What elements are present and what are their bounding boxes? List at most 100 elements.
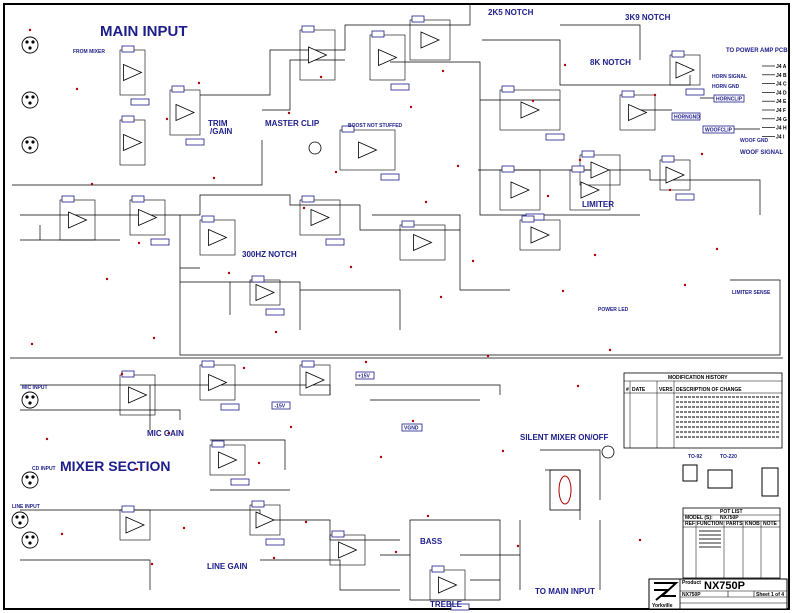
net-tag-horngnd-label: HORNGND bbox=[674, 115, 700, 121]
junction-dot bbox=[105, 277, 109, 281]
connector-pin: J4 C bbox=[776, 82, 787, 88]
product-name: NX750P bbox=[704, 580, 745, 592]
junction-dot bbox=[212, 176, 216, 180]
power-tag bbox=[211, 440, 225, 448]
net-tag-woofclip: WOOFCLIP bbox=[702, 125, 735, 134]
power-tag bbox=[621, 90, 635, 98]
power-tag bbox=[331, 530, 345, 538]
junction-dot bbox=[60, 532, 64, 536]
vgnd-tag bbox=[450, 603, 470, 611]
junction-dot bbox=[182, 526, 186, 530]
label-horn-signal: HORN SIGNAL bbox=[712, 74, 747, 80]
junction-dot bbox=[546, 194, 550, 198]
label-line-input: LINE INPUT bbox=[12, 504, 40, 510]
vgnd-tag bbox=[265, 308, 285, 316]
vgnd-tag bbox=[220, 403, 240, 411]
op-amp-symbol bbox=[138, 208, 158, 227]
label-mic-gain: MIC GAIN bbox=[147, 429, 184, 438]
junction-dot bbox=[593, 253, 597, 257]
junction-dot bbox=[150, 562, 154, 566]
connector-pin: J4 B bbox=[776, 73, 787, 79]
net-tag-vplus-label: +15V bbox=[358, 374, 370, 380]
vgnd-tag bbox=[390, 83, 410, 91]
label-to220: TO-220 bbox=[720, 454, 737, 460]
connector-pin: J4 A bbox=[776, 64, 787, 70]
power-tag bbox=[121, 505, 135, 513]
label-treble: TREBLE bbox=[430, 600, 463, 609]
vgnd-tag bbox=[150, 238, 170, 246]
pot-model: NX750P bbox=[720, 515, 739, 521]
label-limiter-sense: LIMITER SENSE bbox=[732, 290, 771, 296]
power-tag bbox=[401, 220, 415, 228]
junction-dot bbox=[501, 449, 505, 453]
label-3k9-notch: 3K9 NOTCH bbox=[625, 13, 671, 22]
label-line-gain: LINE GAIN bbox=[207, 562, 248, 571]
power-tag bbox=[121, 45, 135, 53]
rev-header-desc: DESCRIPTION OF CHANGE bbox=[676, 387, 742, 393]
connector-pin: J4 I bbox=[776, 134, 785, 140]
junction-dot bbox=[302, 206, 306, 210]
power-tag bbox=[581, 150, 595, 158]
to92-package-icon bbox=[682, 464, 698, 482]
junction-dot bbox=[471, 259, 475, 263]
connector-pin: J4 D bbox=[776, 90, 787, 96]
wires bbox=[3, 3, 790, 610]
yorkville-logo bbox=[654, 582, 679, 601]
label-woof-gnd: WOOF GND bbox=[740, 138, 768, 144]
pot-list: POT LIST MODEL (S): NX750P REF FUNCTION … bbox=[682, 507, 781, 579]
op-amp-symbol bbox=[413, 233, 433, 252]
op-amp-symbol bbox=[208, 373, 228, 392]
op-amp-symbol bbox=[175, 103, 195, 122]
junction-dot bbox=[319, 75, 323, 79]
junction-dot bbox=[167, 431, 171, 435]
vgnd-tag bbox=[685, 88, 705, 96]
label-limiter: LIMITER bbox=[582, 200, 614, 209]
junction-dot bbox=[411, 419, 415, 423]
power-tag bbox=[171, 85, 185, 93]
label-power-led: POWER LED bbox=[598, 307, 629, 313]
xlr-jack-icon bbox=[21, 36, 39, 54]
rev-header-vers: VERS bbox=[659, 387, 673, 393]
junction-dot bbox=[272, 556, 276, 560]
label-bass: BASS bbox=[420, 537, 443, 546]
vgnd-tag bbox=[325, 238, 345, 246]
op-amp-symbol bbox=[420, 31, 440, 49]
op-amp-symbol bbox=[305, 371, 325, 389]
junction-dot bbox=[486, 354, 490, 358]
op-amp-symbol bbox=[123, 133, 143, 152]
xlr-jack-icon bbox=[21, 136, 39, 154]
net-tag-horngnd: HORNGND bbox=[671, 112, 701, 121]
junction-dot bbox=[516, 544, 520, 548]
label-horn-gnd: HORN GND bbox=[712, 84, 740, 90]
label-8k-notch: 8K NOTCH bbox=[590, 58, 631, 67]
label-woof-signal: WOOF SIGNAL bbox=[740, 150, 783, 156]
product-label: Product bbox=[682, 580, 701, 586]
op-amp-symbol bbox=[438, 576, 458, 594]
junction-dot bbox=[289, 425, 293, 429]
junction-dot bbox=[700, 152, 704, 156]
junction-dot bbox=[563, 63, 567, 67]
pot-header-knob: KNOB bbox=[745, 521, 760, 527]
op-amp-symbol bbox=[665, 166, 685, 184]
junction-dot bbox=[227, 271, 231, 275]
junction-dot bbox=[334, 170, 338, 174]
junction-dot bbox=[638, 538, 642, 542]
op-amp-symbol bbox=[590, 161, 610, 179]
power-tag bbox=[341, 125, 355, 133]
junction-dot bbox=[304, 520, 308, 524]
connector-pin: J4 H bbox=[776, 126, 787, 132]
label-to92: TO-92 bbox=[688, 454, 702, 460]
junction-dot bbox=[137, 241, 141, 245]
label-main-input: MAIN INPUT bbox=[100, 23, 188, 40]
power-tag bbox=[671, 50, 685, 58]
pot-model-label: MODEL (S): bbox=[685, 515, 713, 521]
junction-dot bbox=[715, 247, 719, 251]
op-amp-symbol bbox=[125, 516, 145, 534]
label-to-main-input: TO MAIN INPUT bbox=[535, 587, 595, 596]
power-tag bbox=[121, 115, 135, 123]
op-amp-symbol bbox=[255, 283, 275, 302]
title-block: Yorkville Product NX750P NX750P Sheet 1 … bbox=[648, 578, 788, 610]
op-amp-symbol bbox=[255, 511, 275, 529]
junction-dot bbox=[409, 105, 413, 109]
